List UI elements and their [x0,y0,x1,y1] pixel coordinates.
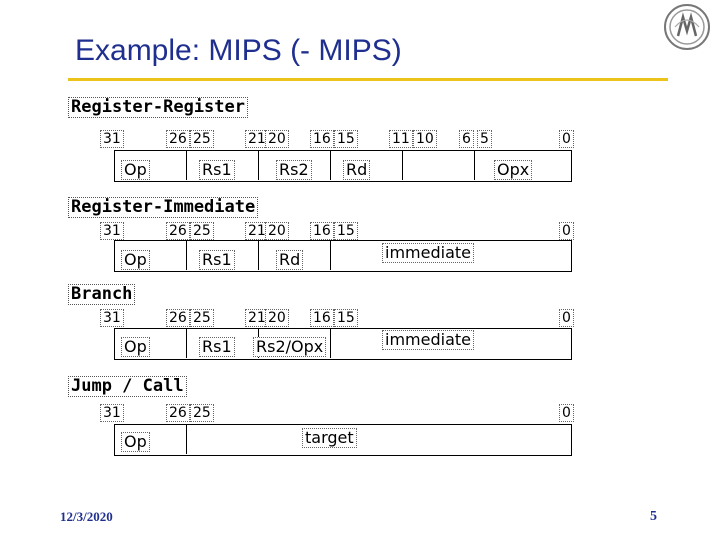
bit-26: 26 [166,309,190,327]
bit-21: 21 [245,222,269,240]
bit-31: 31 [100,309,124,327]
bit-11: 11 [389,130,413,148]
field-divider [186,240,187,270]
field-rs1: Rs1 [199,250,235,270]
footer-date: 12/3/2020 [60,509,113,524]
bit-20: 20 [265,130,289,148]
format-label-register-register: Register-Register [68,97,248,118]
bit-15: 15 [334,309,358,327]
bit-6: 6 [459,130,474,148]
field-op: Op [121,337,150,357]
instruction-box-branch [114,328,572,360]
bit-10: 10 [413,130,437,148]
bit-25: 25 [190,404,214,422]
bit-31: 31 [100,222,124,240]
slide-title: Example: MIPS (- MIPS) [75,34,402,67]
bit-21: 21 [245,309,269,327]
bit-0: 0 [559,222,574,240]
field-rd: Rd [343,160,371,180]
field-immediate: immediate [382,330,474,350]
bit-25: 25 [190,309,214,327]
bit-31: 31 [100,404,124,422]
field-target: target [302,428,357,448]
field-divider [258,150,259,180]
field-immediate: immediate [382,243,474,263]
bit-20: 20 [265,309,289,327]
field-rs2: Rs2 [276,160,312,180]
field-op: Op [121,160,150,180]
field-rs2-opx: Rs2/Opx [253,337,327,357]
bit-16: 16 [310,130,334,148]
field-divider [330,240,331,270]
title-underline [68,78,668,81]
bit-0: 0 [559,309,574,327]
format-label-register-immediate: Register-Immediate [68,197,259,218]
field-divider [474,150,475,180]
field-op: Op [121,432,150,452]
field-divider [258,240,259,270]
bit-26: 26 [166,404,190,422]
bit-26: 26 [166,130,190,148]
bit-31: 31 [100,130,124,148]
instruction-box-rr [114,150,572,182]
bit-20: 20 [265,222,289,240]
field-divider [186,328,187,358]
field-opx: Opx [494,160,533,180]
bit-0: 0 [559,404,574,422]
field-divider [330,328,331,358]
field-rs1: Rs1 [199,160,235,180]
page-number: 5 [650,509,657,524]
bit-16: 16 [310,222,334,240]
field-divider [186,424,187,454]
field-divider [330,150,331,180]
instruction-box-jump [114,424,572,456]
instruction-box-ri [114,240,572,272]
format-label-branch: Branch [68,284,136,305]
bit-25: 25 [190,222,214,240]
bit-15: 15 [334,222,358,240]
bit-5: 5 [477,130,492,148]
bit-16: 16 [310,309,334,327]
field-rs1: Rs1 [199,337,235,357]
field-divider [186,150,187,180]
university-seal-icon [664,4,710,50]
bit-0: 0 [559,130,574,148]
bit-25: 25 [190,130,214,148]
field-rd: Rd [276,250,304,270]
format-label-jump-call: Jump / Call [68,376,187,397]
field-op: Op [121,250,150,270]
field-divider [402,150,403,180]
bit-26: 26 [166,222,190,240]
bit-21: 21 [245,130,269,148]
bit-15: 15 [334,130,358,148]
